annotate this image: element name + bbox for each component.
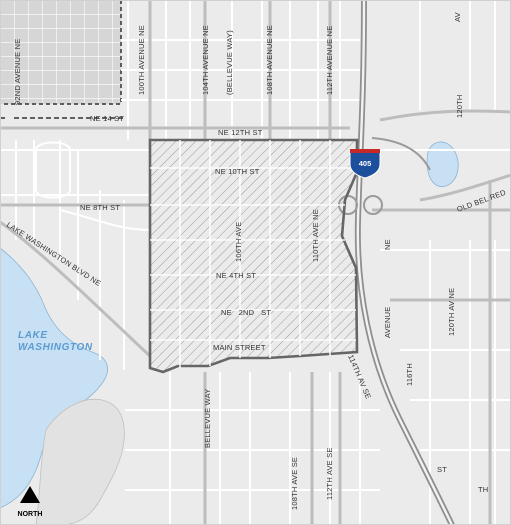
northwest-neighborhood [0, 0, 121, 104]
label-ne-8th-st: NE 8TH ST [80, 203, 120, 212]
downtown-streets [150, 140, 356, 368]
label-108th-ave-se: 108TH AVE SE [290, 457, 299, 510]
label-120th-av-ne: 120TH AV NE [447, 288, 456, 336]
label-ne-2nd-st: NE 2ND ST [221, 308, 271, 317]
pond [426, 141, 459, 188]
label-112th-ave-north: 112TH AVENUE NE [325, 26, 334, 95]
label-av-top: AV [453, 12, 462, 22]
label-avenue: AVENUE [383, 307, 392, 339]
north-arrow-icon [20, 486, 40, 503]
label-bellevue-way-south: BELLEVUE WAY [203, 388, 212, 448]
label-108th-ave-north: 108TH AVENUE NE [265, 25, 274, 95]
shield-label: 405 [359, 159, 372, 168]
label-120th-top: 120TH [455, 94, 464, 118]
lake-washington [0, 247, 108, 509]
lake-label-line2: WASHINGTON [18, 342, 93, 353]
label-th-bottom: TH [478, 485, 488, 494]
label-ne-12th-st: NE 12TH ST [218, 128, 263, 137]
label-bellevue-way-paren: (BELLEVUE WAY) [225, 30, 234, 95]
peninsula [35, 398, 125, 525]
north-arrow: NORTH [18, 486, 43, 518]
north-label: NORTH [18, 511, 43, 518]
label-104th-ave: 104TH AVENUE NE [201, 25, 210, 95]
lake-label-line1: LAKE [18, 330, 48, 341]
neighborhood-boundary [0, 0, 122, 105]
label-ne-4th-st: NE 4TH ST [216, 271, 256, 280]
label-main-street: MAIN STREET [213, 343, 266, 352]
label-st-bottom: ST [437, 465, 447, 474]
label-ne: NE [383, 239, 392, 250]
label-112th-ave-se: 112TH AVE SE [325, 447, 334, 500]
label-ne-10th-st: NE 10TH ST [215, 167, 260, 176]
interstate-shield: 405 [349, 149, 381, 179]
label-ne-14-st: NE 14 ST [90, 114, 124, 123]
label-92nd-ave: 92ND AVENUE NE [13, 39, 22, 105]
label-116th: 116TH [405, 363, 414, 386]
label-110th-ave: 110TH AVE NE [311, 209, 320, 262]
label-106th-ave: 106TH AVE [234, 222, 243, 262]
label-100th-ave: 100TH AVENUE NE [137, 25, 146, 95]
